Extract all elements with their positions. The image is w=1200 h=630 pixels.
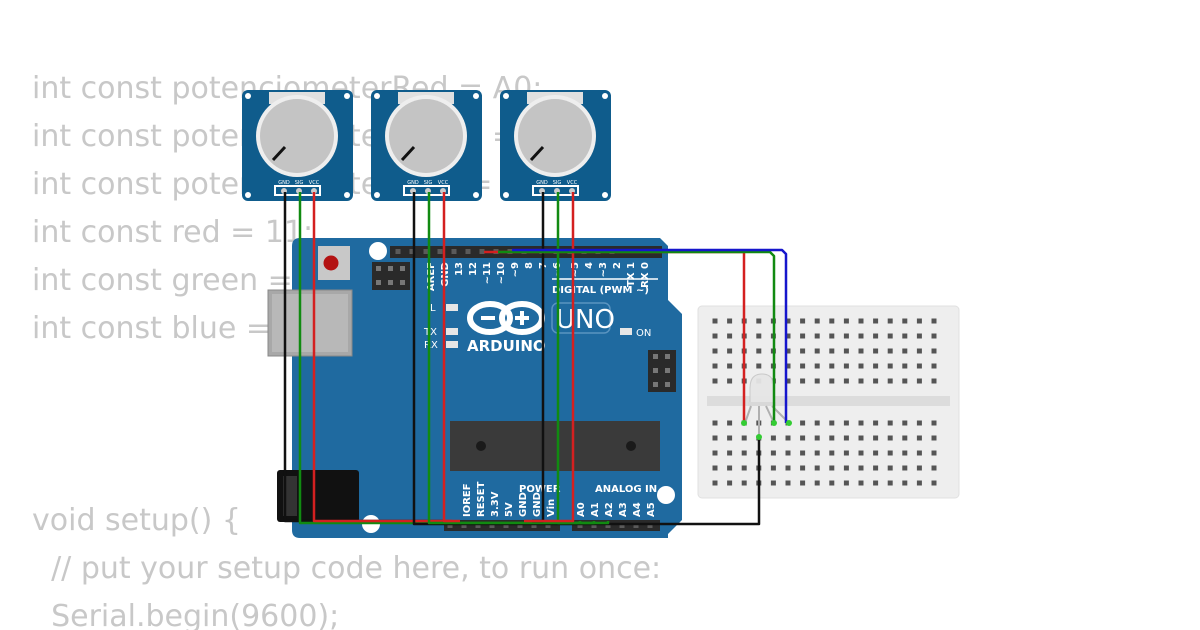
pin-label: ~3 <box>598 262 609 277</box>
mounting-hole <box>657 486 675 504</box>
pin-label: TX 1 <box>626 262 637 287</box>
pin-label: A4 <box>632 502 643 517</box>
pin-label: 4 <box>584 262 595 269</box>
on-led <box>620 328 632 335</box>
pin-label: GND <box>440 262 451 287</box>
pot-pin-label: SIG <box>553 180 562 186</box>
pot-pin-label: GND <box>407 180 419 186</box>
rx-label: RX <box>424 340 438 351</box>
pin-label: ~5 <box>570 262 581 277</box>
power-header <box>444 520 560 531</box>
potentiometer[interactable]: GND SIG VCC <box>500 90 611 201</box>
wire-red <box>312 192 452 523</box>
arduino-logo <box>467 301 545 335</box>
pin-label: A1 <box>590 502 601 517</box>
potentiometer[interactable]: GND SIG VCC <box>371 90 482 201</box>
pin-label: A2 <box>604 502 615 517</box>
icsp-header <box>648 350 676 392</box>
pot-pin-label: VCC <box>567 180 578 186</box>
wires <box>283 192 788 526</box>
pin-label: GND <box>532 492 543 517</box>
led-l <box>446 304 458 311</box>
potentiometer[interactable]: GND SIG VCC <box>242 90 353 201</box>
pin-label: 13 <box>454 262 465 276</box>
pin-label: ~11 <box>482 262 493 284</box>
potentiometer-knob[interactable] <box>518 99 592 173</box>
pin-label: IOREF <box>462 483 473 517</box>
dc-power-jack <box>277 470 359 522</box>
pin-label: 5V <box>504 502 515 517</box>
pin-label: RESET <box>476 481 487 517</box>
wire-blue <box>512 248 788 423</box>
led-l-label: L <box>430 303 436 314</box>
pin-label: 3.3V <box>490 491 501 517</box>
pin-label: ~9 <box>510 262 521 277</box>
arduino-brand: ARDUINO <box>467 337 546 355</box>
code-line: Serial.begin(9600); <box>32 599 340 630</box>
code-line: // put your setup code here, to run once… <box>32 551 662 586</box>
wire-red <box>524 192 575 523</box>
pin-label: A5 <box>646 502 657 517</box>
pin-label: AREF <box>426 262 437 291</box>
wire-green <box>498 250 776 423</box>
led-rx <box>446 341 458 348</box>
arduino-model: UNO <box>556 305 615 335</box>
breadboard <box>697 305 960 499</box>
analog-header <box>572 520 660 531</box>
potentiometer-knob[interactable] <box>389 99 463 173</box>
wire-endpoints <box>741 420 792 440</box>
led-tx <box>446 328 458 335</box>
wire-green <box>556 192 610 525</box>
pot-pin-label: VCC <box>438 180 449 186</box>
pin-label: GND <box>518 492 529 517</box>
pin-label: RX 0 <box>640 262 651 288</box>
pot-pin-label: SIG <box>295 180 304 186</box>
pin-label: ~10 <box>496 262 507 284</box>
pot-pin-label: GND <box>536 180 548 186</box>
digital-label: DIGITAL (PWM ~) <box>552 285 649 296</box>
pin-label: 2 <box>612 262 623 269</box>
pin-label: A0 <box>576 502 587 517</box>
on-label: ON <box>636 328 651 339</box>
analog-label: ANALOG IN <box>595 484 657 495</box>
pot-pin-label: SIG <box>424 180 433 186</box>
mounting-hole <box>369 242 387 260</box>
power-label: POWER <box>519 484 561 495</box>
code-line: void setup() { <box>32 503 241 538</box>
pin-label: 12 <box>468 262 479 276</box>
wire-red <box>442 192 460 523</box>
pot-pin-label: GND <box>278 180 290 186</box>
pin-label: 8 <box>524 262 535 269</box>
pin-label: A3 <box>618 502 629 517</box>
potentiometer-knob[interactable] <box>260 99 334 173</box>
pin-label: Vin <box>546 499 557 517</box>
pot-pin-label: VCC <box>309 180 320 186</box>
